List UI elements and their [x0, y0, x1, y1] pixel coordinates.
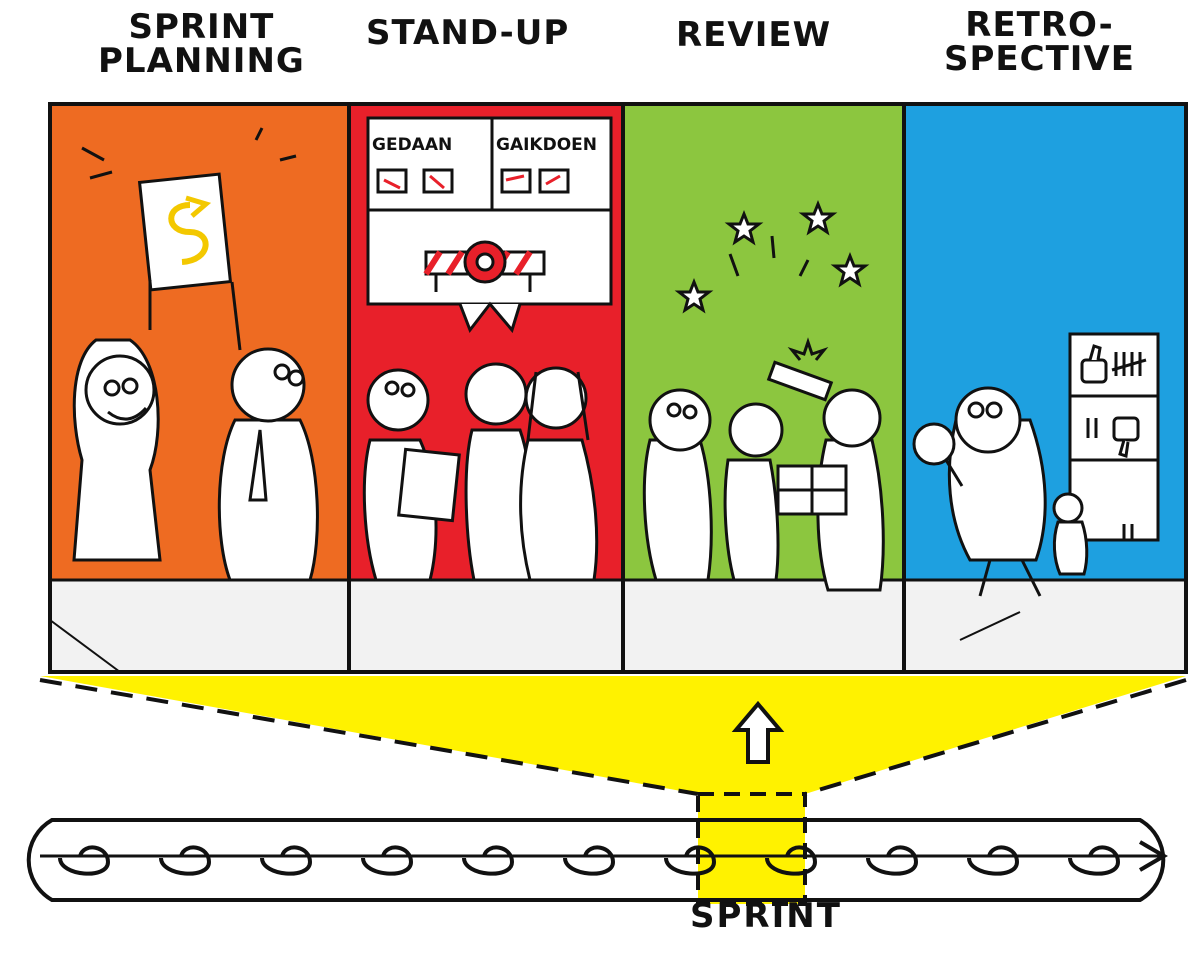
conveyor-loop	[1068, 845, 1121, 876]
floor	[50, 580, 1186, 672]
review-scene	[642, 199, 885, 592]
conveyor-loop	[361, 845, 414, 876]
sprint-label: SPRINT	[690, 896, 842, 936]
funnel-dash-left	[39, 678, 699, 796]
conveyor-timeline	[26, 818, 1168, 902]
funnel-dash-right	[804, 678, 1187, 796]
stars-icon	[674, 199, 870, 314]
conveyor-loop	[664, 845, 717, 876]
zoom-funnel	[40, 676, 1186, 794]
heading-retrospective: RETRO- SPECTIVE	[944, 8, 1135, 76]
magnifier-icon	[912, 422, 964, 487]
document-with-arrow-icon	[137, 172, 233, 292]
conveyor-loop	[58, 845, 111, 876]
heading-sprint-planning: SPRINT PLANNING	[98, 10, 305, 78]
thumbs-down-icon	[1112, 416, 1140, 458]
conveyor-loop	[260, 845, 313, 876]
stand-up-scene	[362, 116, 613, 582]
heading-line-1: SPRINT	[128, 7, 275, 47]
conveyor-loop	[462, 845, 515, 876]
heading-line-2: PLANNING	[98, 41, 305, 81]
barrier-icon	[423, 240, 546, 292]
board-column-col2: GAIKDOEN	[496, 135, 597, 155]
gift-icon	[766, 337, 848, 516]
heading-review: REVIEW	[676, 18, 831, 52]
heading-line-1: STAND-UP	[366, 13, 570, 53]
board-column-col1: GEDAAN	[372, 135, 452, 155]
loop-arrow-icon	[40, 840, 1168, 876]
sprint-highlight	[698, 794, 805, 904]
heading-line-1: RETRO-	[965, 5, 1114, 45]
conveyor-loop	[866, 845, 919, 876]
heading-stand-up: STAND-UP	[366, 16, 569, 50]
conveyor-loop	[967, 845, 1020, 876]
sprint-planning-scene	[72, 127, 319, 582]
heading-line-2: SPECTIVE	[944, 39, 1135, 79]
heading-line-1: REVIEW	[676, 15, 832, 55]
retrospective-scene	[912, 332, 1160, 597]
conveyor-loop	[159, 845, 212, 876]
panels-frame	[48, 102, 1188, 674]
conveyor-loop	[765, 845, 818, 876]
conveyor-loop	[563, 845, 616, 876]
thumbs-up-icon	[1080, 344, 1108, 384]
arrow-up-icon	[731, 700, 785, 764]
